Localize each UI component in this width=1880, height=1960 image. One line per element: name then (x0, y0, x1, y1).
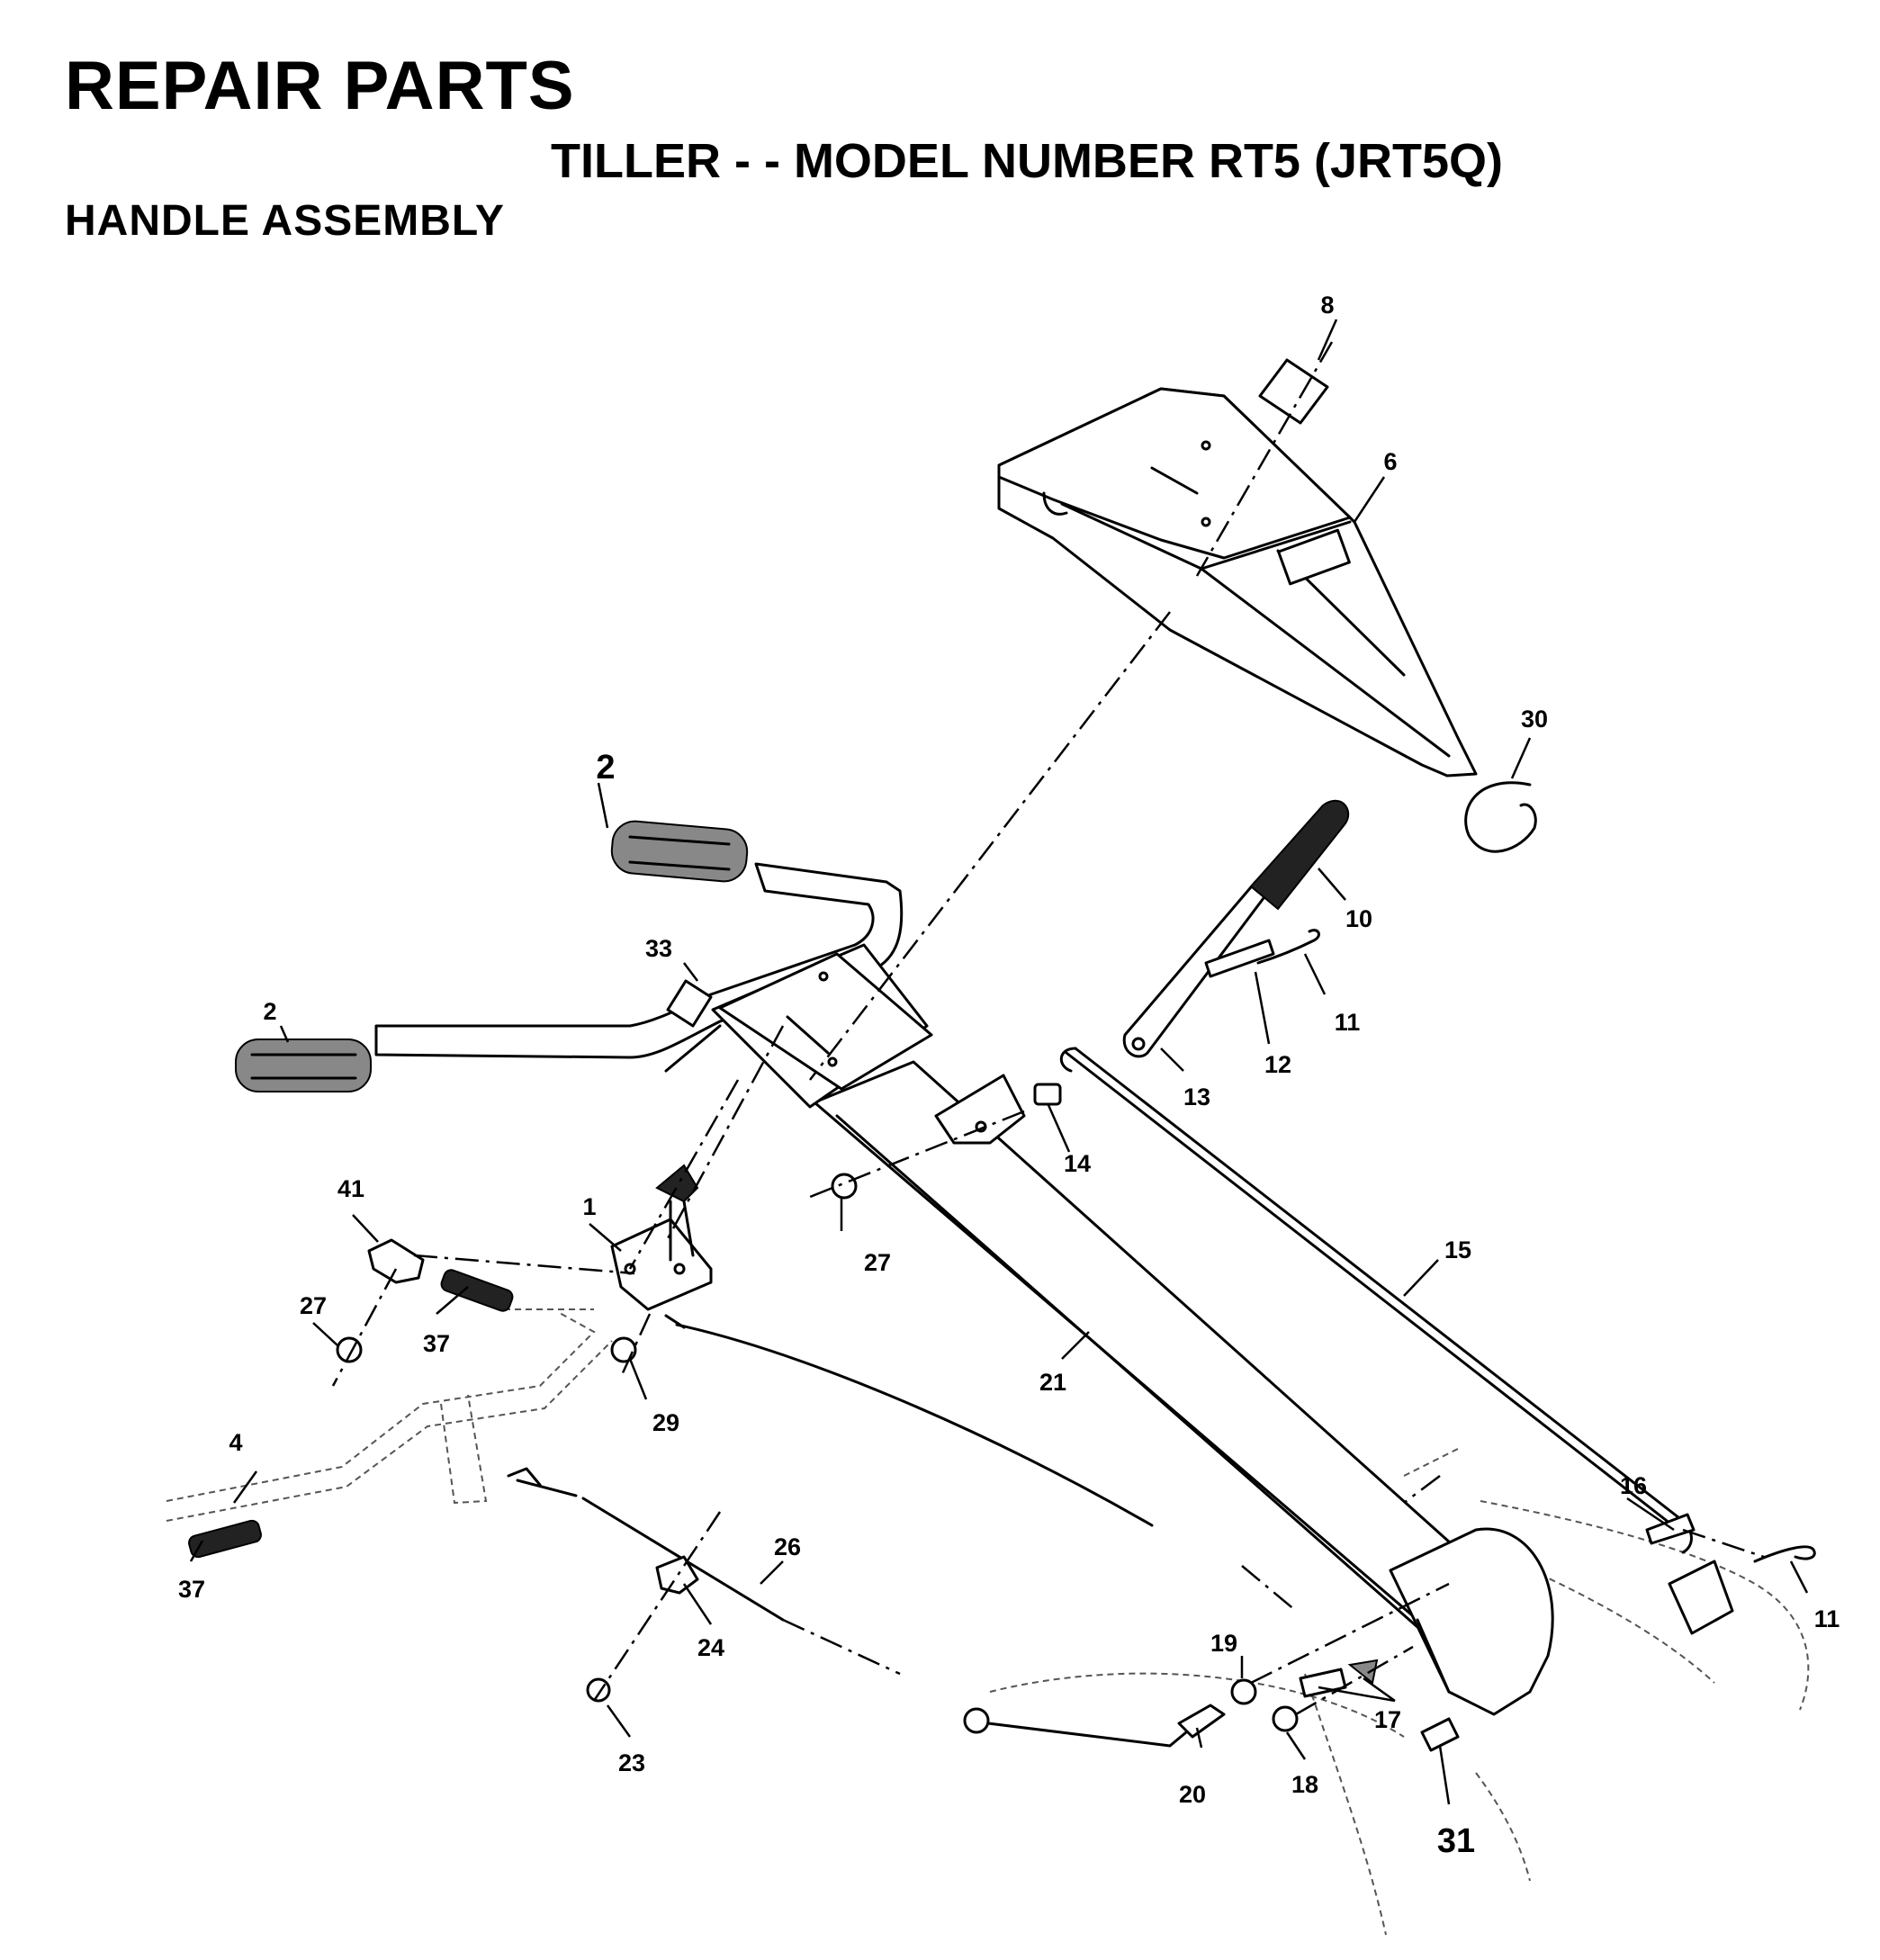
cable-21 (664, 1314, 1154, 1527)
callout-labels: 8 6 30 2 2 33 10 11 12 13 14 41 1 27 15 … (178, 292, 1840, 1860)
bolt-8 (1258, 358, 1329, 425)
shift-bracket-assembly (1668, 1560, 1734, 1635)
leader-lines (189, 319, 1809, 1805)
callout-8: 8 (1320, 292, 1334, 319)
callout-2-upper: 2 (596, 749, 615, 787)
bolt-33 (666, 979, 713, 1028)
callout-23: 23 (618, 1749, 645, 1776)
callout-13: 13 (1183, 1083, 1210, 1110)
bolt-16 (1645, 1513, 1696, 1545)
callout-21: 21 (1039, 1369, 1066, 1396)
callout-30: 30 (1521, 706, 1548, 733)
callout-18: 18 (1291, 1771, 1318, 1798)
callout-26: 26 (774, 1533, 801, 1560)
callout-15: 15 (1444, 1236, 1471, 1263)
callout-11-lower: 11 (1814, 1605, 1840, 1632)
callout-41: 41 (337, 1175, 364, 1202)
callout-27-lower: 27 (300, 1292, 327, 1319)
spacer-14 (1033, 1083, 1062, 1106)
lever-grip-10 (1249, 799, 1350, 911)
callout-24: 24 (697, 1634, 724, 1661)
tube-bracket (934, 1074, 1026, 1145)
hand-grip-lower (235, 1038, 372, 1092)
hairpin-11-upper (1256, 929, 1320, 965)
clevis-pin-12 (1204, 939, 1275, 978)
callout-19: 19 (1210, 1630, 1237, 1657)
clutch-lever-1 (610, 1164, 713, 1311)
nut-29 (610, 1336, 637, 1363)
clamp-24 (655, 1555, 699, 1595)
bolt-23 (586, 1677, 611, 1703)
assembly-lines (331, 341, 1765, 1716)
callout-12: 12 (1264, 1051, 1291, 1078)
handlebar (374, 862, 933, 1109)
console-panel-6 (997, 387, 1478, 778)
washer-19 (1230, 1678, 1257, 1705)
spring-37-lower (188, 1519, 262, 1559)
callout-2-lower: 2 (263, 998, 276, 1025)
nut-18 (1272, 1705, 1299, 1732)
model-subtitle: TILLER - - MODEL NUMBER RT5 (JRT5Q) (551, 134, 1503, 188)
hairpin-11-lower (1753, 1545, 1816, 1563)
clip-41 (367, 1238, 425, 1284)
page-title: REPAIR PARTS (65, 48, 575, 124)
callout-37-upper: 37 (423, 1330, 450, 1357)
callout-37-lower: 37 (178, 1576, 205, 1603)
nut-27-upper (831, 1173, 858, 1200)
handle-tube (813, 1060, 1554, 1716)
shift-lever-20 (963, 1704, 1226, 1748)
callout-6: 6 (1383, 448, 1397, 475)
callout-10: 10 (1345, 905, 1372, 932)
section-heading: HANDLE ASSEMBLY (65, 197, 505, 245)
callout-27-upper: 27 (864, 1249, 891, 1276)
callout-31: 31 (1437, 1822, 1475, 1860)
frame-part-4 (166, 1308, 613, 1522)
callout-11-upper: 11 (1335, 1009, 1361, 1036)
callout-4: 4 (229, 1429, 242, 1456)
spring-37-upper (440, 1269, 514, 1312)
shift-lever-13 (1122, 880, 1271, 1058)
callout-17: 17 (1374, 1706, 1401, 1733)
bolt-31 (1420, 1717, 1460, 1752)
hand-grip-upper (610, 820, 749, 883)
callout-29: 29 (652, 1409, 679, 1436)
retaining-ring-30 (1464, 781, 1537, 853)
callout-33: 33 (645, 935, 672, 962)
callout-1: 1 (582, 1193, 596, 1220)
callout-14: 14 (1064, 1150, 1091, 1177)
cable-26 (507, 1467, 785, 1622)
callout-16: 16 (1620, 1472, 1647, 1499)
callout-20: 20 (1179, 1781, 1206, 1808)
